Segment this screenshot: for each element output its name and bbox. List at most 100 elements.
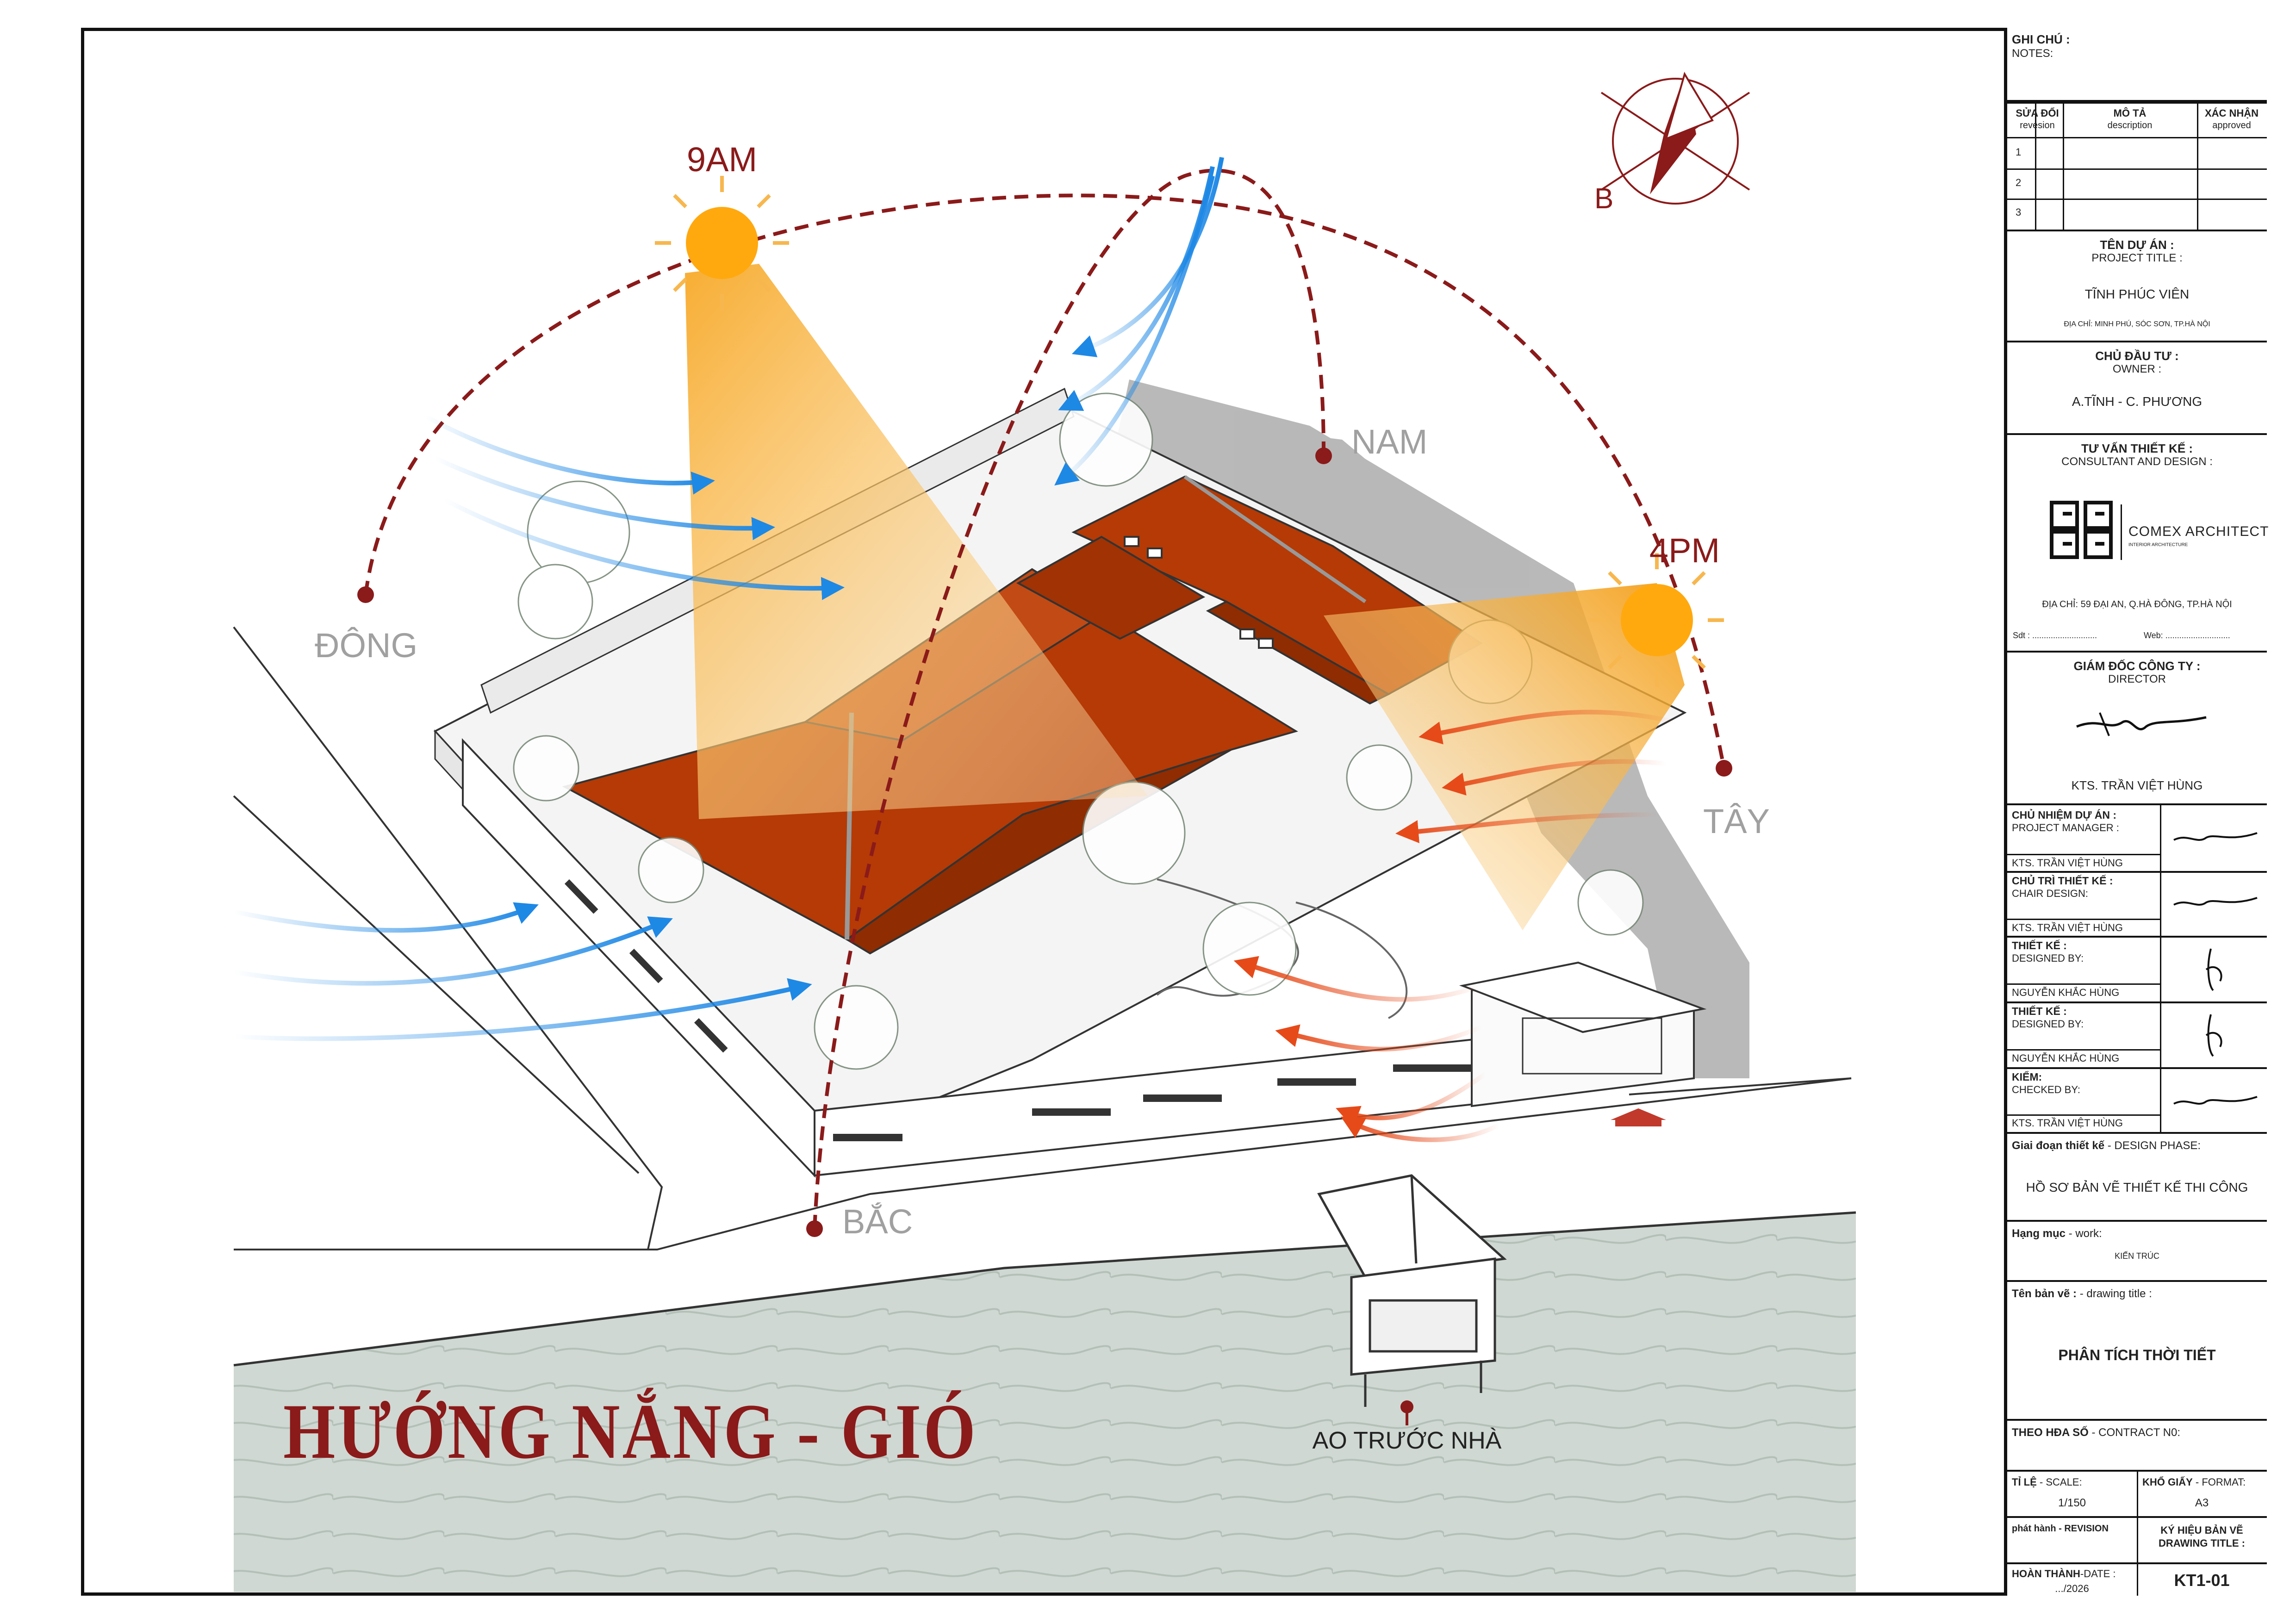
morning-sun-beam	[685, 264, 1148, 819]
phase-cell: Giai đoạn thiết kế - DESIGN PHASE: HỒ SƠ…	[2007, 1134, 2267, 1222]
project-label-en: PROJECT TITLE :	[2091, 252, 2183, 264]
scale-label-en: - SCALE:	[2036, 1476, 2082, 1488]
role-1-signature-icon	[2173, 832, 2258, 841]
director-cell: GIÁM ĐỐC CÔNG TY : DIRECTOR KTS. TRẦN VI…	[2007, 653, 2267, 805]
rev-row-1: 1	[2016, 146, 2022, 158]
rev-row-2: 2	[2016, 177, 2022, 188]
format-label-en: - FORMAT:	[2192, 1476, 2246, 1488]
format-label-vn: KHỔ GIẤY	[2142, 1476, 2193, 1488]
north-compass-icon	[1600, 72, 1750, 205]
company-phone: Sdt : ............................	[2013, 631, 2097, 640]
owner-name: A.TĨNH - C. PHƯƠNG	[2072, 394, 2203, 409]
format-value: A3	[2195, 1497, 2209, 1509]
rev-header-description: MÔ TẢ	[2113, 107, 2147, 119]
drawing-code-label-en: DRAWING TITLE :	[2159, 1537, 2245, 1549]
date-label-en: -DATE :	[2080, 1568, 2116, 1579]
owner-label-vn: CHỦ ĐẦU TƯ :	[2095, 349, 2179, 363]
notes-label-en: NOTES:	[2012, 47, 2053, 60]
rev-header-approved-en: approved	[2212, 120, 2251, 131]
phase-value: HỒ SƠ BẢN VẼ THIẾT KẾ THI CÔNG	[2026, 1180, 2248, 1194]
arc-endpoints	[357, 448, 1732, 1237]
consultant-cell: TƯ VẤN THIẾT KẾ : CONSULTANT AND DESIGN …	[2007, 435, 2269, 653]
project-name: TĨNH PHÚC VIÊN	[2084, 287, 2190, 301]
project-cell: TÊN DỰ ÁN : PROJECT TITLE : TĨNH PHÚC VI…	[2007, 231, 2267, 342]
role-5-title-en: CHECKED BY:	[2012, 1084, 2080, 1095]
sun-path-arcs	[364, 168, 1726, 1229]
company-address: ĐỊA CHỈ: 59 ĐẠI AN, Q.HÀ ĐÔNG, TP.HÀ NỘI	[2042, 599, 2232, 609]
role-1-name: KTS. TRẦN VIỆT HÙNG	[2012, 857, 2123, 869]
director-name: KTS. TRẦN VIỆT HÙNG	[2071, 778, 2203, 792]
revision-table: SỬA ĐỔI revesion MÔ TẢ description XÁC N…	[2007, 102, 2267, 231]
scale-value: 1/150	[2058, 1497, 2086, 1509]
phase-label-vn: Giai đoạn thiết kế	[2012, 1139, 2105, 1152]
label-north: BẮC	[842, 1202, 913, 1241]
role-5-title: KIỂM:	[2012, 1071, 2042, 1083]
date-value: .../2026	[2055, 1583, 2089, 1594]
work-cell: Hạng mục - work: KIẾN TRÚC	[2007, 1222, 2267, 1282]
label-east: ĐÔNG	[315, 626, 417, 665]
date-code-cell: HOÀN THÀNH-DATE : .../2026 KT1-01	[2007, 1564, 2267, 1596]
role-4-title-en: DESIGNED BY:	[2012, 1018, 2084, 1030]
drawing-code: KT1-01	[2174, 1571, 2230, 1590]
work-label-en: - work:	[2066, 1227, 2102, 1240]
company-subtitle: INTERIOR ARCHITECTURE	[2128, 542, 2188, 547]
rev-header-description-en: description	[2107, 120, 2153, 131]
role-5-name: KTS. TRẦN VIỆT HÙNG	[2012, 1117, 2123, 1129]
entrance-arrow-base	[1615, 1120, 1661, 1126]
afternoon-sun-beam	[1324, 583, 1685, 930]
role-2-title: CHỦ TRÌ THIẾT KẾ :	[2012, 875, 2113, 887]
rev-header-revision-en: revesion	[2020, 120, 2055, 131]
director-label-en: DIRECTOR	[2108, 673, 2166, 685]
label-west: TÂY	[1703, 802, 1770, 840]
title-block: GHI CHÚ : NOTES: SỬA ĐỔI revesion MÔ TẢ …	[2004, 28, 2269, 1596]
role-4-name: NGUYỄN KHẮC HÙNG	[2012, 1052, 2120, 1064]
drawing-title-value: PHÂN TÍCH THỜI TIẾT	[2058, 1347, 2216, 1363]
drawing-title-label-en: - drawing title :	[2077, 1287, 2152, 1300]
contract-cell: THEO HĐA SỐ - CONTRACT N0:	[2007, 1421, 2267, 1472]
label-south: NAM	[1351, 423, 1427, 461]
role-1-title: CHỦ NHIỆM DỰ ÁN :	[2012, 809, 2117, 821]
entrance-arrow	[1611, 1108, 1666, 1120]
role-5-signature-icon	[2173, 1096, 2258, 1105]
drawing-code-label-vn: KÝ HIỆU BẢN VẼ	[2160, 1524, 2243, 1536]
label-9am: 9AM	[687, 140, 757, 179]
role-3-signature-icon	[2205, 948, 2222, 991]
work-value: KIẾN TRÚC	[2115, 1251, 2159, 1261]
role-3-name: NGUYỄN KHẮC HÙNG	[2012, 987, 2120, 998]
role-1-title-en: PROJECT MANAGER :	[2012, 822, 2119, 833]
label-4pm: 4PM	[1649, 531, 1720, 570]
logo-divider	[2121, 504, 2122, 560]
sun-morning	[655, 176, 789, 310]
label-pond: AO TRƯỚC NHÀ	[1313, 1427, 1502, 1454]
consultant-label-en: CONSULTANT AND DESIGN :	[2061, 455, 2213, 468]
date-label-vn: HOÀN THÀNH	[2012, 1568, 2080, 1579]
drawing-title-cell: Tên bản vẽ : - drawing title : PHÂN TÍCH…	[2007, 1282, 2267, 1421]
company-name: COMEX ARCHITECT	[2128, 524, 2269, 539]
wind-arrows-cool	[233, 157, 1224, 1041]
roles-table: CHỦ NHIỆM DỰ ÁN : PROJECT MANAGER : KTS.…	[2007, 805, 2267, 1134]
contract-label-en: - CONTRACT N0:	[2088, 1426, 2181, 1439]
phase-label-en: - DESIGN PHASE:	[2104, 1139, 2201, 1152]
compass-label: B	[1594, 183, 1613, 215]
sun-afternoon	[1590, 553, 1724, 687]
owner-label-en: OWNER :	[2112, 363, 2162, 375]
diagram-title: HƯỚNG NẮNG - GIÓ	[283, 1388, 978, 1475]
project-label-vn: TÊN DỰ ÁN :	[2100, 238, 2174, 252]
wind-arrows-hot	[1233, 709, 1676, 1142]
notes-cell: GHI CHÚ : NOTES:	[2007, 28, 2267, 102]
company-web: Web: ............................	[2144, 631, 2230, 640]
contract-label-vn: THEO HĐA SỐ	[2012, 1426, 2089, 1439]
director-label-vn: GIÁM ĐỐC CÔNG TY :	[2073, 659, 2201, 673]
role-2-name: KTS. TRẦN VIỆT HÙNG	[2012, 922, 2123, 933]
rev-row-3: 3	[2016, 206, 2022, 218]
scale-format-cell: TỈ LỆ - SCALE: 1/150 KHỔ GIẤY - FORMAT: …	[2007, 1472, 2267, 1518]
scale-label-vn: TỈ LỆ	[2012, 1476, 2037, 1488]
owner-cell: CHỦ ĐẦU TƯ : OWNER : A.TĨNH - C. PHƯƠNG	[2007, 342, 2267, 435]
rev-header-revision: SỬA ĐỔI	[2016, 107, 2059, 119]
drawing-title-label-vn: Tên bản vẽ :	[2012, 1287, 2077, 1300]
consultant-label-vn: TƯ VẤN THIẾT KẾ :	[2081, 442, 2193, 455]
pond-gazebo	[1317, 1174, 1507, 1407]
role-2-signature-icon	[2173, 897, 2258, 906]
role-4-title: THIẾT KẾ :	[2012, 1005, 2067, 1017]
